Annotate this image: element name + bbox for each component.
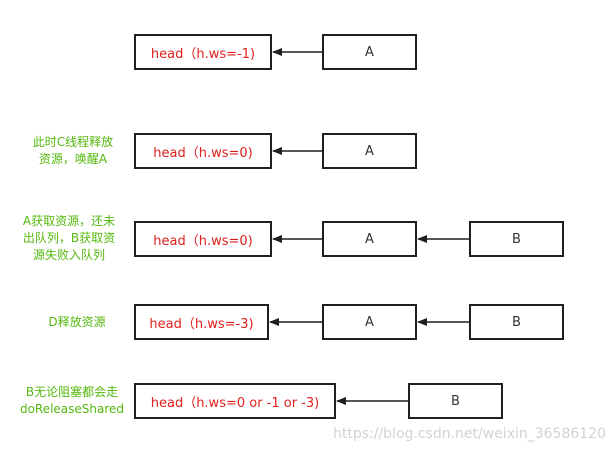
node-a-row1: A (322, 34, 417, 70)
head-node-row3: head（h.ws=0) (134, 221, 272, 257)
node-a-row2: A (322, 133, 417, 169)
step-label-row2: 此时C线程释放 资源，唤醒A (32, 135, 114, 166)
head-node-row4: head（h.ws=-3) (134, 304, 269, 340)
head-node-row5: head（h.ws=0 or -1 or -3) (134, 383, 336, 419)
node-b-row5: B (408, 383, 503, 419)
step-label-row3: A获取资源，还未 出队列，B获取资 源失败入队列 (22, 214, 116, 262)
node-b-row3: B (469, 221, 564, 257)
head-node-row1: head（h.ws=-1) (134, 34, 272, 70)
head-node-row2: head（h.ws=0) (134, 133, 272, 169)
watermark: https://blog.csdn.net/weixin_36586120 (332, 426, 606, 442)
node-a-row3: A (322, 221, 417, 257)
step-label-row5: B无论阻塞都会走 doReleaseShared (19, 385, 125, 416)
node-a-row4: A (322, 304, 417, 340)
node-b-row4: B (469, 304, 564, 340)
step-label-row4: D释放资源 (48, 315, 106, 329)
